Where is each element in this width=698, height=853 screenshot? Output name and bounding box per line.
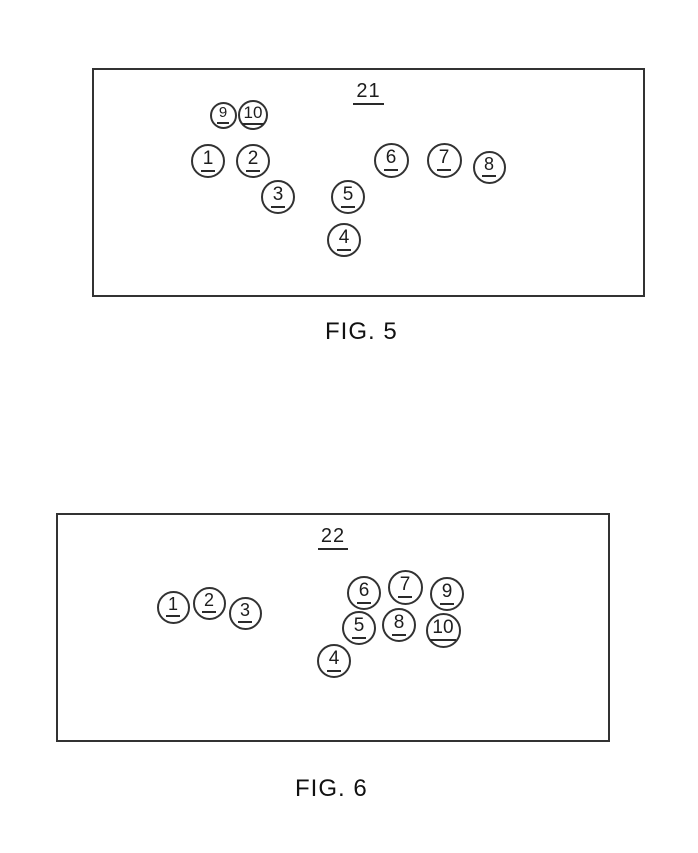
numbered-circle-8: 8 [472, 150, 506, 184]
circle-number: 4 [336, 228, 352, 251]
numbered-circle-10: 10 [238, 100, 268, 130]
circle-number: 1 [165, 595, 180, 617]
numbered-circle-6: 6 [347, 576, 381, 610]
circle-number: 5 [351, 616, 367, 639]
circle-number: 7 [436, 148, 452, 171]
numbered-circle-10: 10 [425, 612, 461, 648]
circle-number: 2 [201, 591, 216, 613]
figure-caption-fig6: FIG. 6 [295, 775, 368, 802]
circle-number: 10 [430, 618, 456, 641]
numbered-circle-6: 6 [373, 142, 409, 178]
reference-numeral-21: 21 [353, 81, 384, 105]
numbered-circle-2: 2 [192, 586, 226, 620]
circle-number: 10 [241, 104, 265, 125]
numbered-circle-7: 7 [426, 142, 462, 178]
figure-caption-fig5: FIG. 5 [325, 318, 398, 345]
numbered-circle-5: 5 [342, 611, 376, 645]
circle-number: 9 [216, 105, 230, 124]
numbered-circle-9: 9 [430, 577, 464, 611]
circle-number: 4 [326, 649, 342, 672]
circle-number: 1 [200, 149, 216, 172]
reference-numeral-22: 22 [317, 526, 349, 550]
numbered-circle-4: 4 [327, 223, 361, 257]
circle-number: 9 [439, 582, 455, 605]
numbered-circle-8: 8 [382, 608, 416, 642]
circle-number: 6 [356, 581, 372, 604]
numbered-circle-2: 2 [236, 144, 270, 178]
numbered-circle-9: 9 [209, 101, 237, 129]
circle-number: 3 [237, 601, 252, 623]
circle-number: 8 [391, 613, 407, 636]
circle-number: 2 [245, 149, 261, 172]
box-label-wrap: 22 [58, 526, 608, 550]
circle-number: 3 [270, 185, 286, 208]
circle-number: 8 [481, 155, 496, 177]
numbered-circle-3: 3 [261, 180, 295, 214]
numbered-circle-1: 1 [191, 144, 225, 178]
circle-number: 7 [397, 575, 413, 598]
circle-number: 6 [383, 148, 399, 171]
numbered-circle-4: 4 [317, 644, 351, 678]
numbered-circle-7: 7 [387, 569, 423, 605]
numbered-circle-5: 5 [331, 180, 365, 214]
circle-number: 5 [340, 185, 356, 208]
numbered-circle-3: 3 [228, 596, 262, 630]
box-label-wrap: 21 [94, 81, 643, 105]
numbered-circle-1: 1 [156, 590, 190, 624]
